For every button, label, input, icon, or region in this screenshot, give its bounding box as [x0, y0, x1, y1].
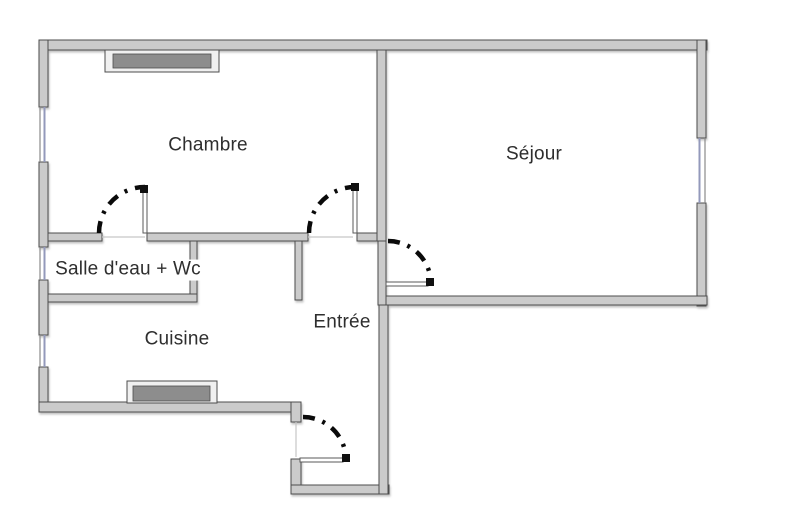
windows-group	[39, 107, 706, 367]
door-chambre	[306, 183, 359, 238]
wall-right-segment-2	[696, 202, 707, 307]
door-salle-deau-swing-arc	[96, 184, 146, 234]
wall-left-segment-2	[38, 161, 49, 248]
wall-chambre-south-b	[146, 232, 309, 242]
wall-vestibule-left-stub	[290, 401, 302, 423]
door-chambre-leaf	[352, 186, 358, 234]
door-entrance-swing-arc	[302, 414, 349, 461]
wall-divider-entree-sejour	[377, 240, 387, 306]
wall-chambre-south-c	[356, 232, 378, 242]
wall-sejour-bottom	[377, 295, 708, 306]
wall-right-segment-1	[696, 39, 707, 139]
wall-left-segment-1	[38, 39, 49, 108]
doors-group	[96, 183, 434, 463]
radiator-cuisine	[126, 380, 218, 404]
door-sejour-tip	[426, 278, 434, 286]
wall-chambre-south-a	[47, 232, 103, 242]
door-sejour	[385, 238, 434, 287]
door-chambre-swing-arc	[306, 184, 356, 234]
wall-cuisine-entree-divider	[294, 240, 303, 301]
window-chambre	[39, 107, 46, 162]
room-label-cuisine: Cuisine	[142, 328, 212, 351]
door-entrance	[295, 414, 350, 463]
door-sejour-swing-arc	[387, 238, 434, 285]
walls-group	[38, 39, 708, 495]
window-sejour	[698, 138, 706, 203]
wall-left-segment-3	[38, 279, 49, 336]
door-chambre-tip	[351, 183, 359, 191]
window-salle-deau	[39, 247, 46, 280]
wall-salle-deau-bottom	[47, 293, 198, 303]
radiators-group	[104, 49, 220, 404]
radiator-chambre	[104, 49, 220, 73]
room-label-chambre: Chambre	[166, 134, 250, 157]
door-salle-deau	[96, 184, 148, 238]
wall-divider-chambre-sejour	[376, 49, 387, 242]
room-label-salle-deau-wc: Salle d'eau + Wc	[53, 258, 203, 281]
door-sejour-leaf	[385, 281, 429, 287]
room-label-entree: Entrée	[311, 311, 373, 334]
door-entrance-tip	[342, 454, 350, 462]
wall-vestibule-bottom	[290, 484, 390, 495]
wall-top	[38, 39, 708, 51]
room-label-sejour: Séjour	[503, 143, 565, 166]
wall-vestibule-right	[378, 304, 389, 495]
window-cuisine	[39, 335, 46, 367]
door-entrance-leaf	[299, 457, 344, 463]
door-salle-deau-leaf	[142, 188, 148, 234]
door-salle-deau-tip	[140, 185, 148, 193]
